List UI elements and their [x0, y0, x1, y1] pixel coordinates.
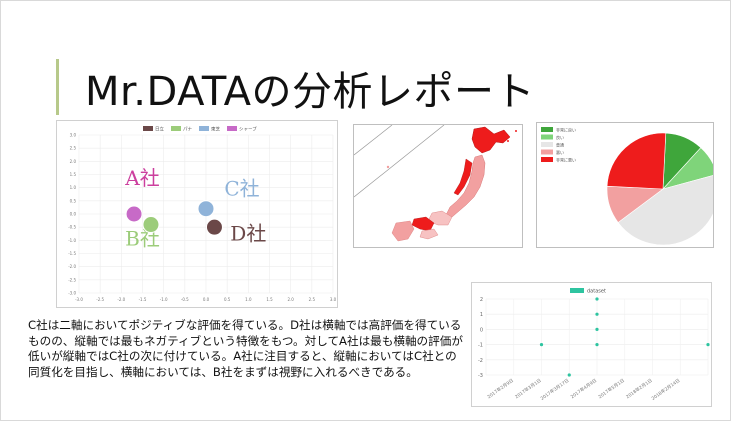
y-tick-label: 2 [480, 297, 483, 303]
data-point [595, 327, 599, 331]
legend-swatch [541, 127, 553, 132]
pie-slice [606, 132, 667, 190]
data-point [706, 343, 710, 347]
x-tick-label: -3.0 [75, 297, 83, 302]
y-tick-label: 0.5 [70, 198, 77, 203]
x-tick-label: 2.0 [287, 297, 294, 302]
y-tick-label: 2.5 [70, 146, 77, 151]
data-point [539, 343, 544, 347]
x-tick-label: -2.0 [117, 297, 125, 302]
positioning-chart[interactable]: -3.0 -2.5 -2.0 -1.5 -1.0 -0.5 0.0 0.5 1.0 1.5 2.0 2… [56, 120, 338, 308]
x-tick-label: 0.5 [224, 297, 231, 302]
map-divider-line [354, 125, 393, 156]
legend-swatch [227, 126, 237, 131]
legend-label: シャープ [239, 127, 257, 133]
y-tick-label: -2.0 [68, 264, 76, 269]
y-tick-label: -3 [478, 373, 483, 379]
bubble-point [142, 216, 160, 234]
company-label: A社 [124, 166, 159, 190]
x-tick-label: 3.0 [330, 297, 337, 302]
data-point [595, 312, 599, 316]
y-tick-label: -0.5 [68, 225, 76, 230]
legend-label: パナ [183, 127, 192, 133]
x-tick-label: 0.0 [203, 297, 210, 302]
legend-label: 悪い [556, 150, 564, 155]
y-tick-label: 3.0 [70, 133, 77, 138]
bubble-point [197, 200, 215, 218]
x-tick-label: -1.5 [139, 297, 147, 302]
company-label: C社 [224, 177, 259, 201]
y-tick-label: 0.0 [70, 212, 77, 217]
analysis-paragraph: C社は二軸においてポジティブな評価を得ている。D社は横軸では高評価を得ているもの… [28, 318, 463, 379]
company-label: D社 [230, 221, 266, 245]
x-tick-label: 1.0 [245, 297, 252, 302]
legend-label: 東芝 [211, 126, 220, 133]
legend-label: 非常に悪い [556, 157, 576, 163]
legend-swatch [541, 134, 553, 140]
sentiment-pie-chart[interactable]: 非常に良い良い普通悪い非常に悪い [536, 122, 714, 248]
legend-swatch [570, 288, 584, 293]
bubble-point [205, 218, 223, 236]
japan-map-svg [354, 125, 522, 247]
legend-swatch [541, 142, 553, 147]
legend-label: 良い [556, 134, 564, 140]
legend-label: dataset [587, 289, 606, 295]
legend-label: 日立 [155, 126, 164, 133]
y-tick-label: -1.5 [68, 251, 76, 256]
map-divider-line [354, 125, 445, 198]
x-tick-label: -2.5 [96, 297, 104, 302]
y-tick-label: 2.0 [70, 159, 77, 164]
japan-map-shape [386, 126, 517, 242]
y-tick-label: 1 [480, 312, 483, 318]
legend-label: 普通 [556, 142, 564, 148]
title-accent-bar [56, 59, 59, 115]
y-tick-label: -2.5 [68, 277, 76, 282]
y-tick-label: -1 [478, 343, 483, 349]
positioning-chart-svg: -3.0 -2.5 -2.0 -1.5 -1.0 -0.5 0.0 0.5 1.0 1.5 2.0 2… [57, 121, 337, 307]
y-tick-label: -1.0 [68, 238, 76, 243]
legend-label: 非常に良い [556, 127, 576, 133]
pie-slice [617, 175, 713, 246]
legend-swatch [143, 126, 153, 131]
slide-title: Mr.DATAの分析レポート [85, 69, 536, 115]
bubble-point [125, 205, 143, 223]
legend-swatch [171, 126, 181, 131]
x-tick-label: 2.5 [309, 297, 316, 302]
y-tick-label: 1.0 [70, 185, 77, 190]
y-tick-label: -2 [478, 358, 483, 364]
data-point [567, 373, 571, 377]
legend-swatch [541, 157, 553, 162]
y-tick-label: 1.5 [70, 172, 77, 177]
data-point [595, 297, 599, 301]
data-point [595, 343, 599, 347]
x-tick-label: 1.5 [266, 297, 273, 302]
legend-swatch [199, 126, 209, 131]
japan-map-chart[interactable] [353, 124, 523, 248]
x-tick-label: -0.5 [181, 297, 189, 302]
y-tick-label: 0 [480, 327, 483, 333]
y-tick-label: -3.0 [68, 291, 76, 296]
legend-swatch [541, 149, 553, 155]
x-tick-label: -1.0 [160, 297, 168, 302]
